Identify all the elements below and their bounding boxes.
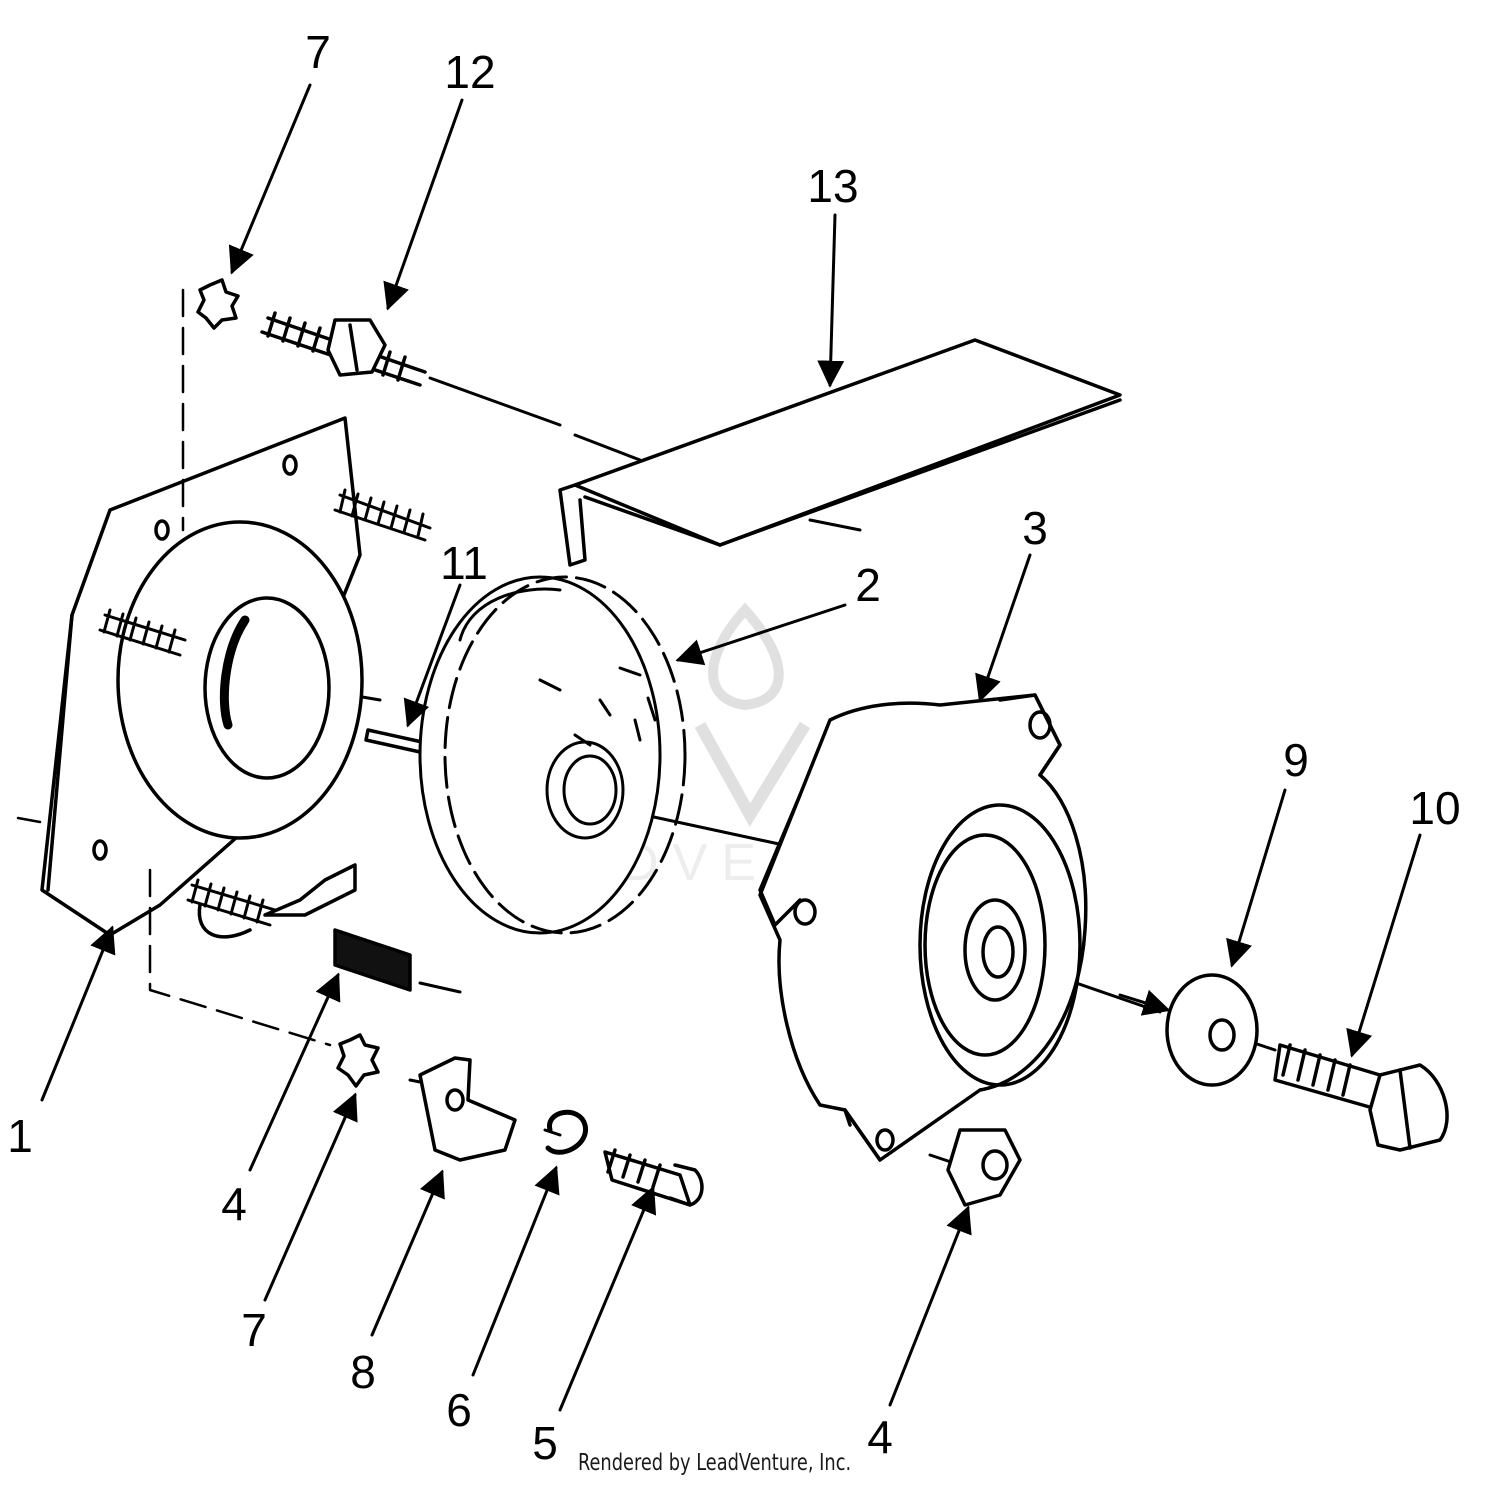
- spacer-part-4-left: [333, 928, 412, 992]
- callout-6: 6: [446, 1384, 472, 1436]
- nut-part-4-right: [946, 1128, 1022, 1207]
- mounting-plate-part-1: [40, 416, 432, 939]
- bracket-part-13: [558, 338, 1122, 567]
- bolt-part-10: [1273, 1043, 1449, 1152]
- callout-4-left: 4: [221, 1178, 247, 1230]
- armature-part-2: [418, 575, 687, 935]
- callout-13: 13: [807, 160, 859, 212]
- render-credit: Rendered by LeadVenture, Inc.: [578, 1450, 852, 1476]
- star-washer-part-7-top: [196, 278, 240, 330]
- callout-4-right: 4: [867, 1411, 893, 1463]
- callout-9: 9: [1283, 734, 1309, 786]
- screw-part-5: [603, 1148, 704, 1207]
- key-part-11: [364, 728, 424, 754]
- callout-7-top: 7: [305, 26, 331, 78]
- lock-washer-part-6: [545, 1109, 588, 1155]
- callout-3: 3: [1022, 502, 1048, 554]
- callout-5: 5: [532, 1417, 558, 1469]
- callout-1: 1: [7, 1110, 33, 1162]
- callout-10: 10: [1409, 782, 1461, 834]
- clip-part-8: [418, 1056, 517, 1162]
- adjusting-bolt-part-12: [260, 311, 427, 387]
- callout-2: 2: [855, 559, 881, 611]
- leader-arrows: [40, 83, 1422, 1412]
- callout-7-bottom: 7: [241, 1304, 267, 1356]
- callout-11: 11: [440, 537, 488, 589]
- clutch-part-3: [758, 693, 1088, 1162]
- washer-part-9: [1165, 973, 1259, 1087]
- star-washer-part-7-bottom: [336, 1033, 380, 1088]
- callout-12: 12: [444, 46, 496, 98]
- callout-8: 8: [350, 1346, 376, 1398]
